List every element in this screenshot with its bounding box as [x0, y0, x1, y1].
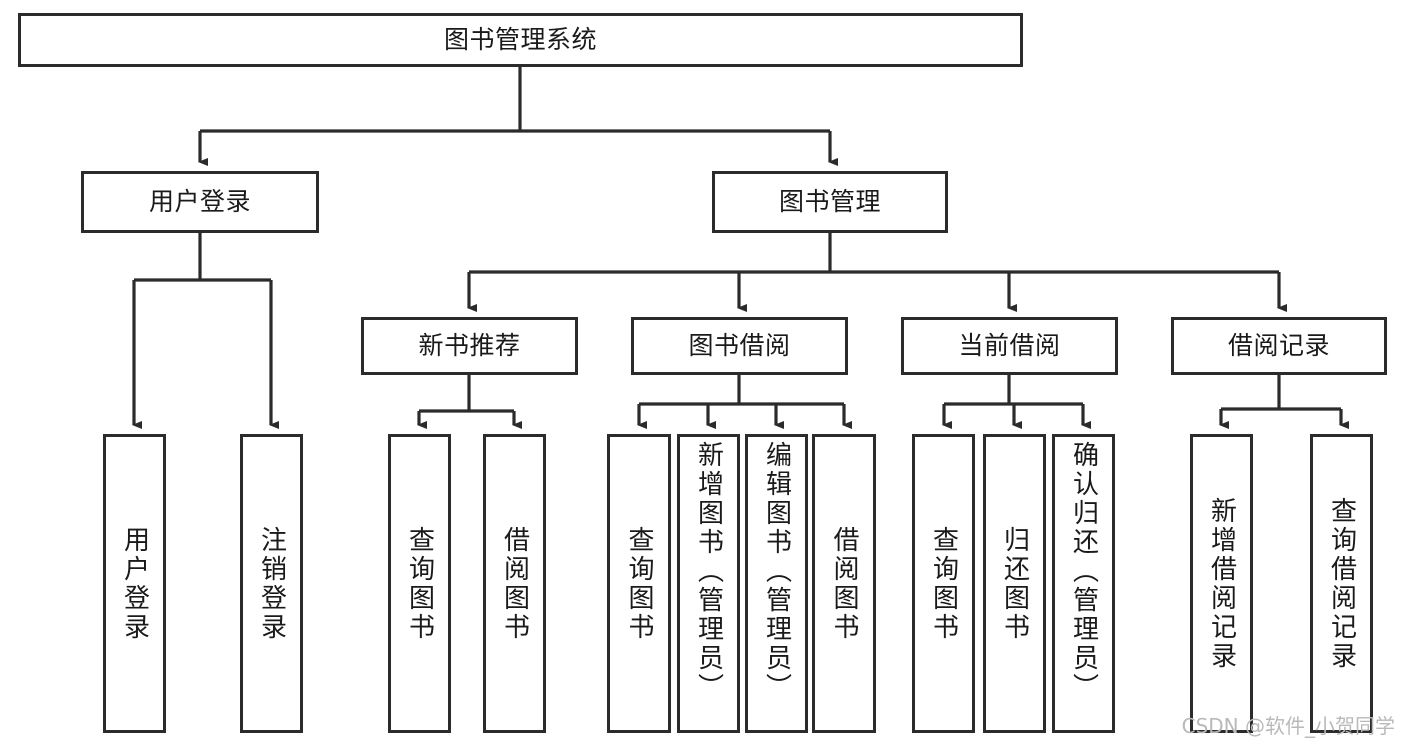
node-leaf-add-record[interactable]: 新增借阅记录: [1190, 434, 1253, 733]
node-leaf-borrow-book-1-label: 借阅图书: [499, 525, 530, 642]
node-borrow-record-label: 借阅记录: [1227, 331, 1330, 361]
node-leaf-return-book[interactable]: 归还图书: [983, 434, 1046, 733]
node-leaf-logout-label: 注销登录: [256, 525, 287, 642]
node-user-login[interactable]: 用户登录: [81, 171, 319, 233]
node-leaf-confirm-return[interactable]: 确认归还（管理员）: [1052, 434, 1115, 733]
node-leaf-edit-book-label: 编辑图书（管理员）: [761, 441, 792, 702]
node-root-label: 图书管理系统: [443, 25, 597, 55]
node-leaf-borrow-book-2-label: 借阅图书: [829, 525, 859, 642]
node-book-borrow-label: 图书借阅: [688, 331, 791, 361]
node-book-manage-label: 图书管理: [778, 187, 881, 217]
node-book-manage[interactable]: 图书管理: [712, 171, 948, 233]
node-leaf-query-book-2[interactable]: 查询图书: [607, 434, 671, 733]
node-leaf-query-book-1-label: 查询图书: [404, 525, 435, 642]
node-leaf-add-book-label: 新增图书（管理员）: [693, 441, 724, 702]
node-book-borrow[interactable]: 图书借阅: [631, 317, 848, 375]
node-user-login-label: 用户登录: [148, 187, 251, 217]
node-leaf-user-login[interactable]: 用户登录: [103, 434, 166, 733]
node-root[interactable]: 图书管理系统: [18, 13, 1023, 67]
node-leaf-edit-book[interactable]: 编辑图书（管理员）: [745, 434, 808, 733]
node-leaf-query-book-3-label: 查询图书: [928, 525, 959, 642]
node-current-borrow[interactable]: 当前借阅: [901, 317, 1118, 375]
node-leaf-user-login-label: 用户登录: [119, 525, 150, 642]
watermark-text: CSDN @软件_小贺同学: [1181, 714, 1395, 738]
node-leaf-query-book-3[interactable]: 查询图书: [912, 434, 975, 733]
node-leaf-query-record-label: 查询借阅记录: [1326, 496, 1357, 671]
node-leaf-query-record[interactable]: 查询借阅记录: [1310, 434, 1373, 733]
node-new-book-rec-label: 新书推荐: [418, 331, 521, 361]
node-leaf-borrow-book-1[interactable]: 借阅图书: [483, 434, 546, 733]
node-leaf-confirm-return-label: 确认归还（管理员）: [1068, 441, 1099, 702]
node-leaf-add-book[interactable]: 新增图书（管理员）: [677, 434, 740, 733]
node-leaf-add-record-label: 新增借阅记录: [1206, 496, 1237, 671]
node-leaf-return-book-label: 归还图书: [999, 525, 1030, 642]
node-new-book-rec[interactable]: 新书推荐: [361, 317, 578, 375]
node-leaf-borrow-book-2[interactable]: 借阅图书: [812, 434, 876, 733]
node-current-borrow-label: 当前借阅: [958, 331, 1061, 361]
node-borrow-record[interactable]: 借阅记录: [1171, 317, 1387, 375]
node-leaf-logout[interactable]: 注销登录: [240, 434, 303, 733]
node-leaf-query-book-1[interactable]: 查询图书: [388, 434, 451, 733]
node-leaf-query-book-2-label: 查询图书: [624, 525, 654, 642]
